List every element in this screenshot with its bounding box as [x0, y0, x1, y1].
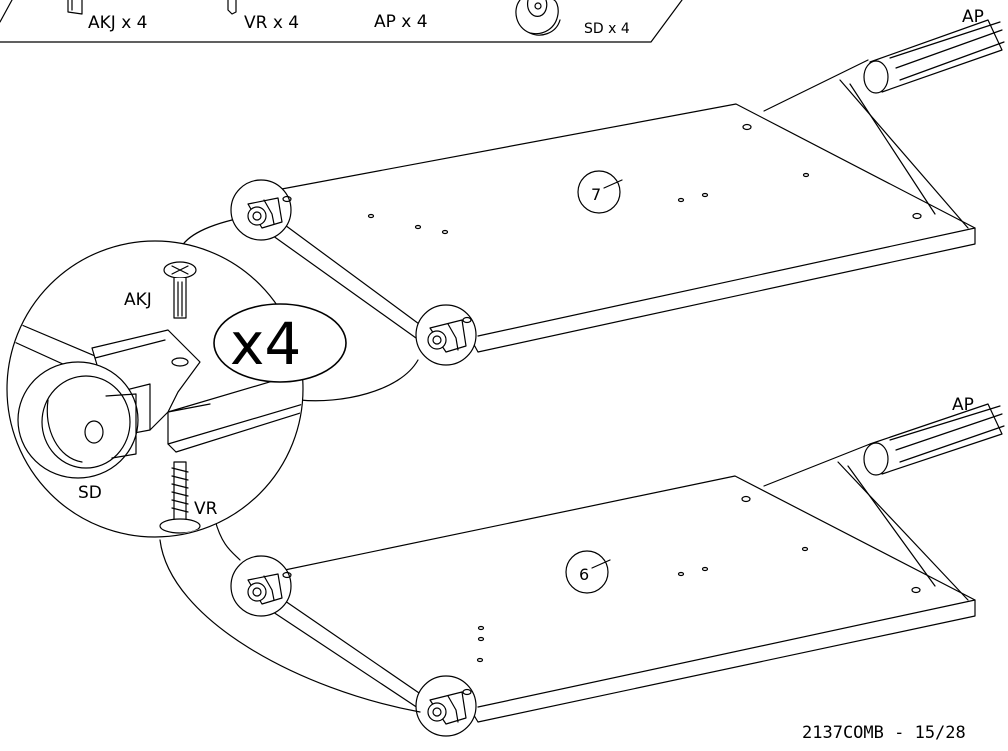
- sd-label: SD: [78, 483, 102, 503]
- panel-6-caster-back: [230, 555, 292, 617]
- page-reference: 2137COMB - 15/28: [802, 723, 966, 743]
- panel-7-caster-front: [415, 304, 477, 366]
- sd-part-icon: [515, 0, 561, 36]
- panel-6-dowel-label: AP: [952, 395, 974, 415]
- sd-count-label: SD x 4: [584, 21, 630, 37]
- panel-6-number: 6: [579, 565, 589, 584]
- quantity-multiplier: x4: [230, 310, 301, 378]
- vr-label: VR: [194, 499, 218, 519]
- vr-screw: [159, 461, 201, 534]
- vr-part-icon: [227, 0, 237, 15]
- ap-count-label: AP x 4: [374, 12, 428, 32]
- panel-7: 7 AP: [230, 7, 1005, 366]
- akj-part-icon: [67, 0, 83, 15]
- detail-view: x4 AKJ SD VR: [6, 240, 347, 538]
- panel-7-caster-back: [230, 179, 292, 241]
- panel-7-number: 7: [591, 185, 601, 204]
- akj-count-label: AKJ x 4: [88, 13, 147, 33]
- panel-6: 6 AP: [230, 395, 1005, 737]
- panel-7-dowel-label: AP: [962, 7, 984, 27]
- akj-pin: [163, 261, 197, 319]
- panel-7-dowel: [863, 19, 1005, 94]
- panel-6-caster-front: [415, 675, 477, 737]
- vr-count-label: VR x 4: [244, 13, 299, 33]
- quantity-callout: x4: [213, 303, 347, 383]
- parts-bar: AKJ x 4 VR x 4 AP x 4 SD x 4: [0, 0, 683, 43]
- panel-6-dowel: [863, 403, 1005, 476]
- akj-label: AKJ: [124, 290, 152, 310]
